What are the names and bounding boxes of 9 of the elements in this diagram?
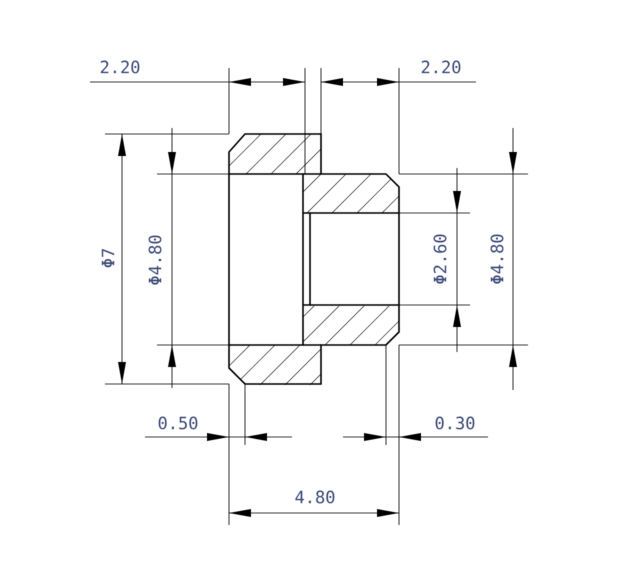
dimension-label: Φ4.80 xyxy=(490,234,504,284)
dimension-label: 4.80 xyxy=(295,490,334,504)
dimension-label: 0.30 xyxy=(436,416,474,430)
dimension-label: Φ2.60 xyxy=(434,234,446,284)
dimension-label: 0.50 xyxy=(158,416,198,430)
dimension-label: Φ7 xyxy=(102,249,114,268)
dimension-label: 2.20 xyxy=(100,60,140,74)
dimension-label: Φ4.80 xyxy=(148,236,162,285)
dimension-label: 2.20 xyxy=(422,60,460,74)
